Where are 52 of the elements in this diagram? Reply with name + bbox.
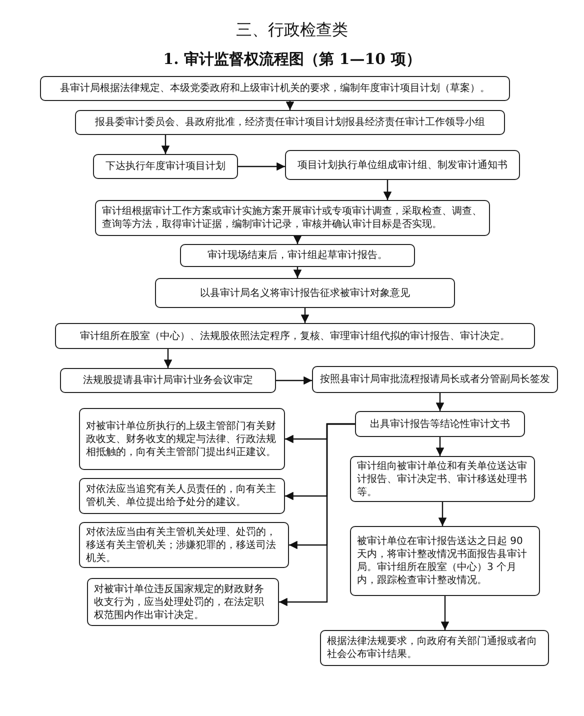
- process-box: [75, 110, 505, 135]
- process-box: [79, 478, 285, 514]
- process-box: [79, 522, 289, 568]
- arrow: [164, 349, 172, 368]
- step-text: 审计现场结束后，审计组起草审计报告。: [208, 249, 388, 262]
- process-box: [285, 150, 520, 180]
- arrow: [383, 180, 392, 200]
- process-box: [350, 456, 535, 502]
- arrow: [279, 423, 355, 606]
- arrow: [293, 236, 302, 244]
- process-box: [95, 200, 490, 236]
- process-box: [355, 411, 525, 437]
- step-text: 出具审计报告等结论性审计文书: [370, 418, 510, 430]
- process-box: [79, 408, 285, 470]
- page-heading: 三、行政检查类: [235, 20, 349, 41]
- step-text: 报县委审计委员会、县政府批准，经济责任审计项目计划报县经济责任审计工作领导小组: [95, 116, 485, 129]
- arrow: [436, 393, 444, 411]
- step-text: 县审计局根据法律规定、本级党委政府和上级审计机关的要求，编制年度审计项目计划（草案）。: [60, 82, 490, 95]
- arrow: [300, 308, 310, 323]
- process-box: [87, 578, 279, 626]
- step-text: 以县审计局名义将审计报告征求被审计对象意见: [200, 286, 410, 300]
- arrow: [438, 502, 447, 526]
- step-text: 审计组向被审计单位和有关单位送达审计报告、审计决定书、审计移送处理书等。: [357, 460, 528, 498]
- process-box: [180, 244, 415, 267]
- chart-title: 1. 审计监督权流程图（第 1—10 项）: [162, 50, 422, 69]
- step-text: 下达执行年度审计项目计划: [106, 160, 226, 173]
- process-box: [350, 526, 540, 596]
- process-box: [155, 278, 455, 308]
- step-text: 被审计单位在审计报告送达之日起 90 天内，将审计整改情况书面报告县审计局。审计组所在股室（中心）3 个月内，跟踪检查审计整改情况。: [357, 535, 528, 587]
- step-text: 法规股提请县审计局审计业务会议审定: [83, 374, 253, 387]
- process-box: [60, 368, 276, 393]
- arrow: [276, 376, 312, 385]
- arrow: [440, 596, 450, 630]
- process-box: [55, 323, 535, 349]
- arrow: [161, 135, 170, 154]
- step-text: 审计组所在股室（中心）、法规股依照法定程序，复核、审理审计组代拟的审计报告、审计决定。: [80, 330, 510, 342]
- step-text: 对被审计单位违反国家规定的财政财务收支行为，应当处理处罚的，在法定职权范围内作出审计决定。: [94, 582, 265, 622]
- step-text: 对依法应当追究有关人员责任的，向有关主管机关、单位提出给予处分的建议。: [86, 483, 277, 509]
- step-text: 按照县审计局审批流程报请局长或者分管副局长签发: [320, 373, 550, 386]
- step-text: 审计组根据审计工作方案或审计实施方案开展审计或专项审计调查，采取检查、调查、查询等方法，取得审计证据，编制审计记录，审核并确认审计目标是否实现。: [102, 205, 483, 231]
- step-text: 对被审计单位所执行的上级主管部门有关财政收支、财务收支的规定与法律、行政法规相抵触的，向有关主管部门提出纠正建议。: [86, 420, 277, 458]
- process-box: [312, 366, 558, 393]
- arrow: [436, 437, 444, 456]
- process-box: [93, 154, 238, 179]
- arrow: [286, 101, 294, 110]
- process-box: [40, 76, 510, 101]
- arrow: [238, 162, 285, 171]
- step-text: 项目计划执行单位组成审计组、制发审计通知书: [298, 158, 508, 172]
- process-box: [320, 630, 549, 666]
- step-text: 对依法应当由有关主管机关处理、处罚的，移送有关主管机关；涉嫌犯罪的，移送司法机关。: [86, 526, 277, 564]
- step-text: 根据法律法规要求，向政府有关部门通报或者向社会公布审计结果。: [327, 635, 538, 661]
- arrow: [293, 267, 302, 278]
